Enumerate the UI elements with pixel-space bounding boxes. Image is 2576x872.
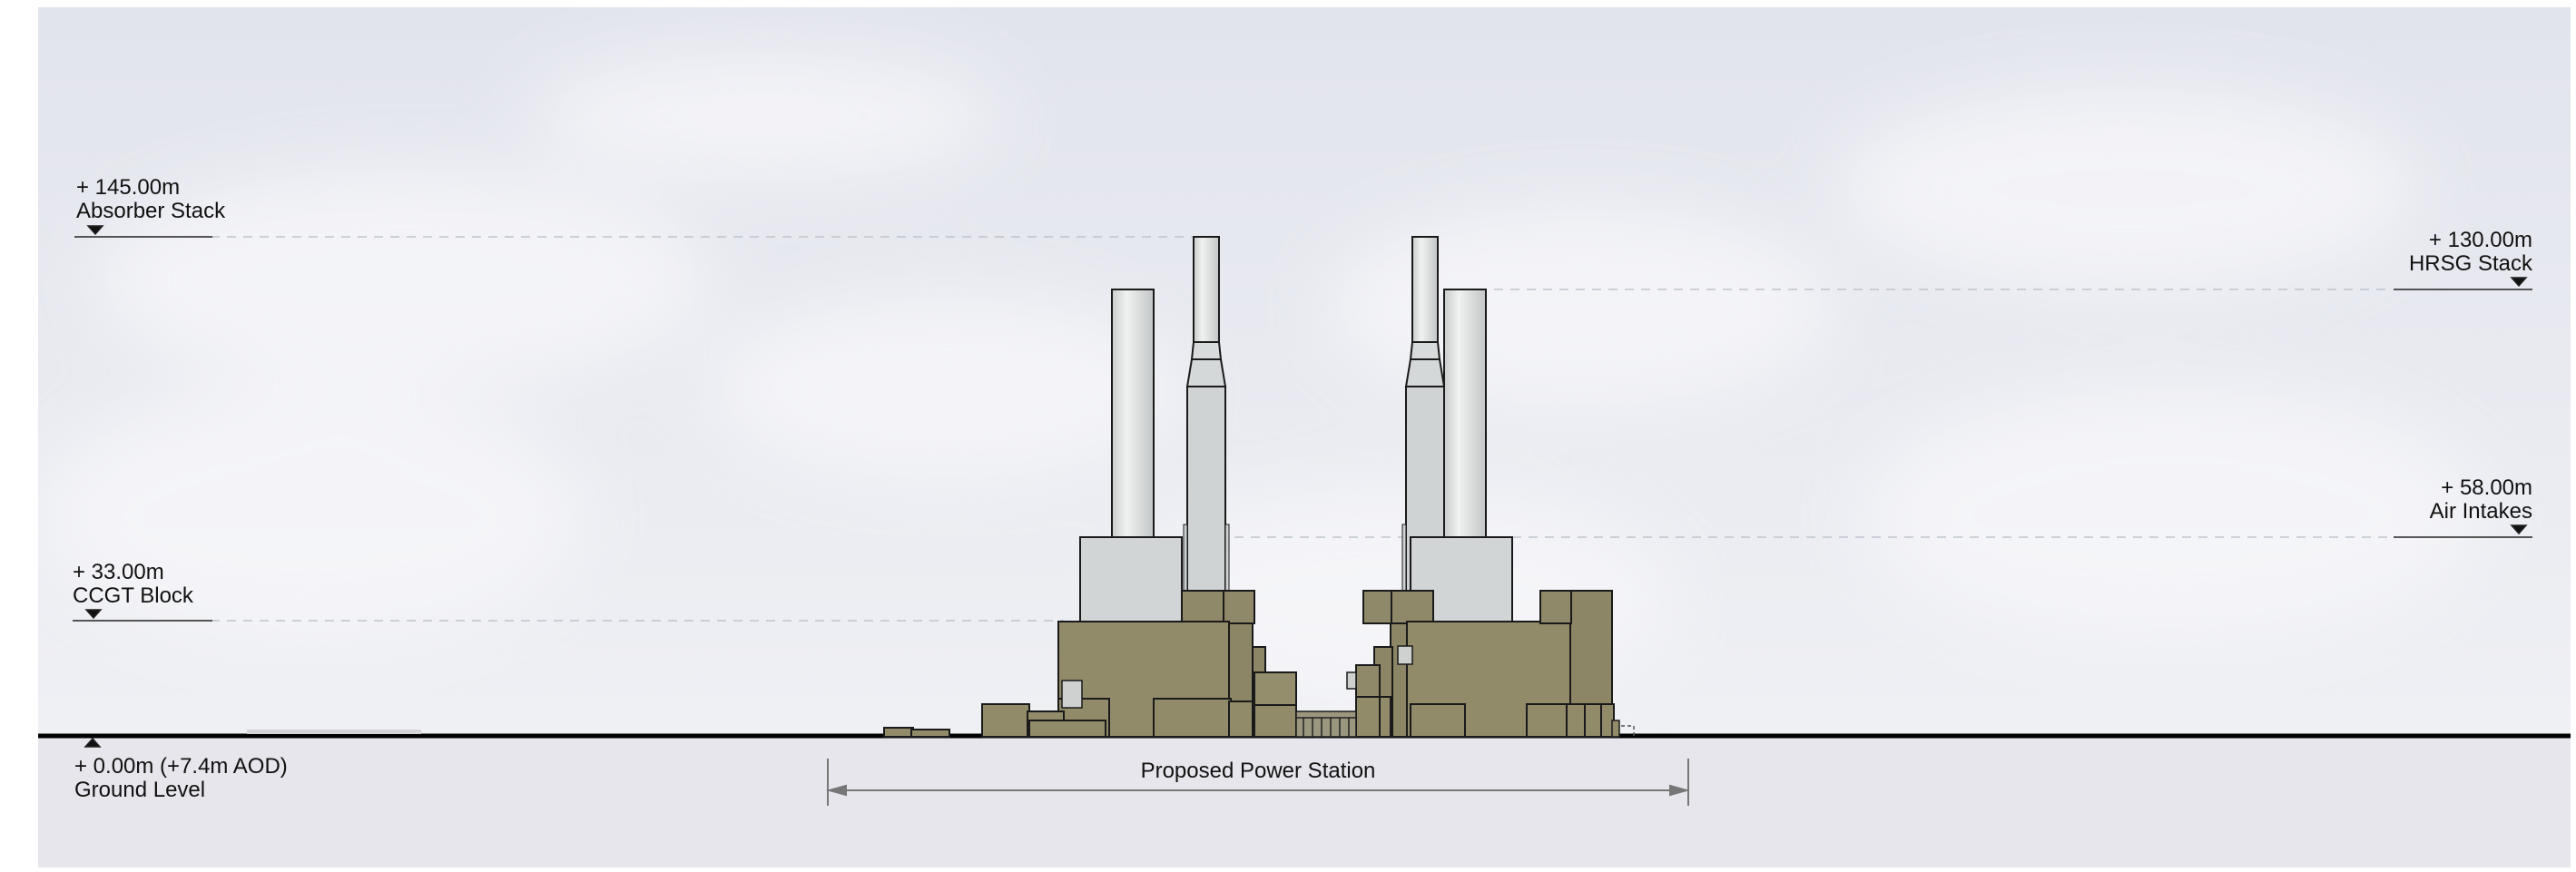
dimension-label: Proposed Power Station <box>828 759 1688 783</box>
ground-patch <box>247 730 421 734</box>
level-reference-lines <box>211 236 2389 622</box>
air-intakes-value: + 58.00m <box>2441 475 2532 500</box>
ground-area <box>38 737 2571 867</box>
proposed-power-station-label: Proposed Power Station <box>1140 759 1376 783</box>
power-station <box>883 236 1635 738</box>
level-markers <box>73 225 2532 748</box>
ccgt-block-level: + 33.00m CCGT Block <box>73 561 193 608</box>
absorber-stack-value: + 145.00m <box>76 175 181 200</box>
elevation-drawing: + 145.00m Absorber Stack + 130.00m HRSG … <box>38 7 2571 867</box>
ccgt-block-value: + 33.00m <box>73 560 164 584</box>
dimension-line <box>826 759 1690 806</box>
left-absorber-stack-taper <box>1190 341 1223 360</box>
link-building <box>1295 710 1357 738</box>
left-absorber-stack-base <box>1186 386 1226 596</box>
hrsg-stack-label: HRSG Stack <box>2408 251 2532 276</box>
ground-level-label: Ground Level <box>74 778 206 802</box>
hrsg-stack-level: + 130.00m HRSG Stack <box>2409 229 2532 276</box>
air-intakes-label: Air Intakes <box>2429 499 2532 524</box>
clouds <box>38 53 2480 706</box>
absorber-stack-level: + 145.00m Absorber Stack <box>76 176 225 223</box>
left-hrsg-stack <box>1111 289 1155 544</box>
right-absorber-stack-top <box>1411 236 1439 343</box>
left-absorber-stack-top <box>1193 236 1220 343</box>
elevation-svg <box>38 7 2571 867</box>
right-hrsg-stack <box>1443 289 1487 544</box>
air-intakes-level: + 58.00m Air Intakes <box>2430 476 2532 524</box>
ccgt-block-label: CCGT Block <box>73 583 193 608</box>
hrsg-stack-value: + 130.00m <box>2428 228 2532 252</box>
left-air-intake <box>1079 536 1183 622</box>
absorber-stack-label: Absorber Stack <box>76 199 226 223</box>
ground-level-value: + 0.00m (+7.4m AOD) <box>74 754 288 779</box>
ground-level: + 0.00m (+7.4m AOD) Ground Level <box>74 755 288 802</box>
